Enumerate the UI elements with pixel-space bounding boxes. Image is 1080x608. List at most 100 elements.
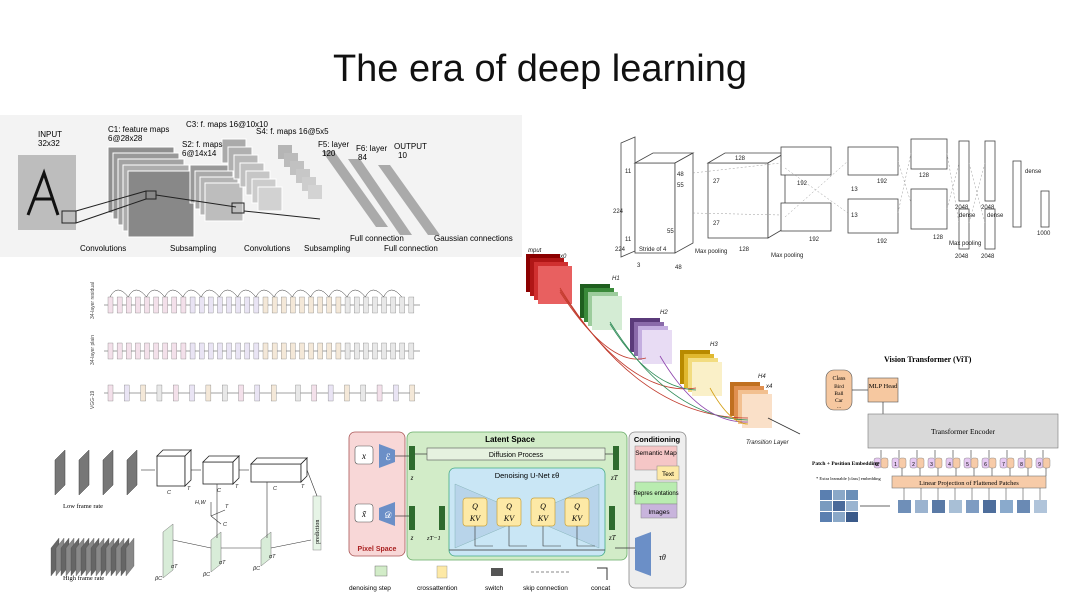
layer-block [208, 342, 214, 360]
crossattention-icon [436, 565, 448, 579]
layer-block [281, 296, 287, 314]
tau-label: τθ [659, 553, 666, 562]
vit-title: Vision Transformer (ViT) [884, 355, 972, 364]
dim-27: 27 [713, 179, 720, 185]
output-size-label: 10 [398, 151, 407, 160]
s2-label: S2: f. maps [182, 140, 222, 149]
encoder-block [379, 444, 395, 468]
input-label: INPUT [38, 130, 62, 139]
cond-repres-label: Repres entations [633, 491, 678, 497]
dim-192b: 192 [809, 237, 820, 243]
f6-layer [348, 159, 412, 235]
dense-input-label: Input [528, 248, 542, 254]
densenet-diagram: Input x0 H1 H2 H3 H4 x4 Transition Layer [526, 248, 801, 446]
high-frame-label: High frame rate [63, 575, 104, 582]
resnet-plain-row [104, 342, 420, 360]
layer-block [171, 342, 177, 360]
layer-block [308, 342, 314, 360]
layer-block [271, 296, 278, 314]
dense-block-3 [680, 350, 722, 396]
vit-image-patch [1017, 500, 1030, 513]
layer-block [262, 296, 269, 314]
dim-13: 13 [851, 187, 858, 193]
layer-block [317, 342, 323, 360]
layer-block [180, 296, 187, 314]
latent-zT-label: zT [610, 474, 619, 482]
s2-maps [189, 164, 244, 222]
output-layer [378, 165, 440, 235]
concat-icon [597, 567, 608, 580]
vit-image-patch [949, 500, 962, 513]
qkv-q-label: Q [506, 502, 512, 511]
dense-block-4 [730, 382, 772, 428]
vit-patch-token [970, 457, 979, 469]
layer-block [217, 342, 223, 360]
gaussian-label: Gaussian connections [434, 234, 513, 243]
dim-1000: 1000 [1037, 231, 1051, 237]
layer-block [107, 342, 114, 360]
f5-size-label: 120 [322, 149, 336, 158]
vit-image-patch [898, 500, 911, 513]
layer-block [317, 296, 323, 314]
qkv-kv-label: KV [469, 514, 481, 523]
layer-block [226, 296, 232, 314]
cond-text [656, 465, 680, 481]
fast-block-2 [210, 531, 222, 573]
vgg-block [271, 384, 277, 402]
vit-patch-token [1042, 457, 1051, 469]
vit-patch-token [1024, 457, 1033, 469]
encoder-label: ℰ [385, 452, 391, 462]
maxpool-label-1: Max pooling [695, 249, 727, 255]
latent-zT1 [439, 506, 445, 530]
layer-block [153, 296, 159, 314]
high-frame-slice [125, 537, 135, 577]
vit-patch-token [934, 457, 943, 469]
dense-block-2 [630, 318, 672, 364]
layer-block [116, 296, 123, 314]
slow-t-label-3: T [301, 484, 305, 490]
vit-token-label: 3 [930, 462, 933, 468]
vit-token-label: 9 [1038, 462, 1041, 468]
subsampling-label-2: Subsampling [304, 244, 350, 253]
dim-48b: 48 [675, 265, 682, 271]
layer-block [217, 296, 223, 314]
dense-block-1 [580, 284, 622, 330]
vit-patch-token [952, 457, 961, 469]
vgg-block [311, 384, 317, 402]
layer-block [344, 342, 351, 360]
dim-224: 224 [613, 209, 624, 215]
fast-block-3 [260, 531, 272, 567]
switch-icon [491, 568, 503, 576]
plain-row-label: 34-layer plain [90, 335, 96, 365]
layer-block [381, 342, 387, 360]
axis-hw-label: H,W [195, 500, 207, 506]
fast-at-label-3: αT [269, 554, 276, 560]
vgg-block [205, 384, 212, 402]
dense-h1-label: H1 [612, 276, 620, 282]
diffusion-process-label: Diffusion Process [489, 452, 544, 459]
layer-block [208, 296, 214, 314]
vit-patch-label: Patch + Position Embedding [812, 461, 879, 467]
vgg-block [238, 384, 244, 402]
cond-semantic-label: Semantic Map [635, 450, 677, 457]
tau-encoder [635, 532, 651, 576]
vit-token-label: 1 [894, 462, 897, 468]
slow-t-label-2: T [235, 484, 239, 490]
fast-bc-label-2: βC [202, 572, 210, 578]
vit-patch-row [898, 488, 1047, 513]
vit-diagram: Vision Transformer (ViT) Class Bird Ball… [812, 355, 1059, 522]
letter-a-icon [26, 168, 60, 216]
prediction-label: prediction [315, 520, 321, 544]
input-x-label: x [361, 451, 366, 461]
vgg-block [173, 384, 179, 402]
dense-label-3: dense [1025, 169, 1042, 175]
cond-images [640, 503, 678, 519]
qkv-kv-label: KV [537, 514, 549, 523]
dim-128d: 128 [933, 235, 944, 241]
dim-13b: 13 [851, 213, 858, 219]
vit-image-patch [932, 500, 945, 513]
input-x-box [354, 445, 374, 465]
dim-2048b: 2048 [955, 254, 969, 260]
dense-label-2: dense [987, 213, 1004, 219]
layer-block [171, 296, 177, 314]
